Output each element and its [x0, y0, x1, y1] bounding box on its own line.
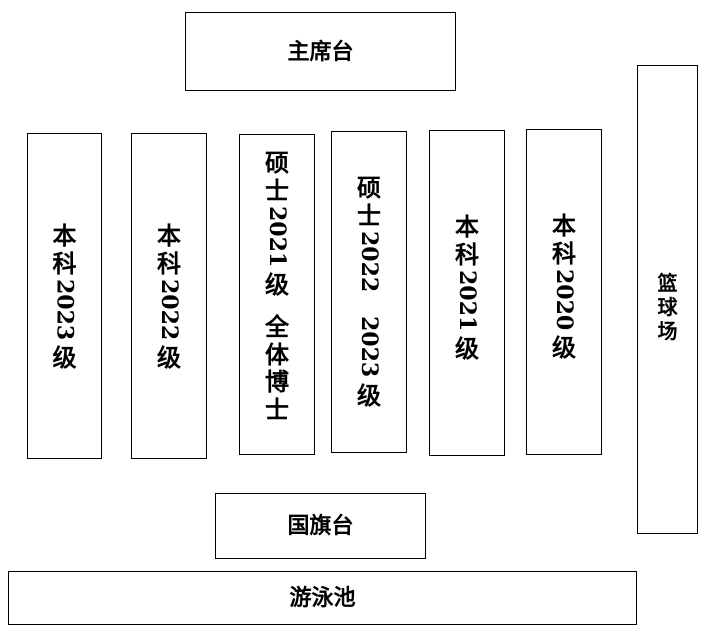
basketball-court-box: 篮 球 场	[637, 65, 698, 534]
master-2021-phd-block: 硕 士 2021 级 全 体 博 士	[239, 134, 315, 455]
undergrad-2021-label: 本 科 2021 级	[430, 213, 504, 363]
master-2021-phd-label: 硕 士 2021 级 全 体 博 士	[240, 149, 314, 423]
label-char: 级	[157, 343, 181, 373]
label-char: 级	[52, 343, 77, 373]
label-char: 级	[357, 380, 381, 410]
label-char: 科	[455, 239, 479, 269]
label-char: 体	[265, 339, 289, 369]
undergrad-2022-label: 本 科 2022 级	[132, 222, 206, 372]
year-number: 2021	[264, 206, 290, 268]
label-char: 科	[52, 248, 77, 278]
label-char: 级	[552, 333, 576, 363]
label-char: 场	[657, 319, 678, 343]
undergrad-2020-block: 本 科 2020 级	[526, 129, 602, 455]
year-number: 2022	[156, 279, 182, 341]
rostrum-label: 主席台	[287, 38, 354, 65]
rostrum-box: 主席台	[185, 12, 456, 91]
year-number: 2020	[551, 269, 577, 331]
label-char: 级	[455, 334, 479, 364]
label-char: 本	[455, 212, 479, 241]
label-char: 硕	[265, 148, 289, 177]
label-char: 本	[157, 221, 181, 250]
flag-platform-box: 国旗台	[215, 493, 426, 559]
label-char: 篮	[657, 271, 678, 295]
label-char: 士	[265, 394, 289, 424]
year-number: 2021	[454, 270, 480, 332]
label-char: 级	[265, 270, 289, 300]
label-char: 本	[552, 211, 576, 240]
year-number: 2023	[51, 279, 78, 341]
label-char: 硕	[357, 173, 381, 202]
label-char: 球	[657, 295, 678, 319]
undergrad-2023-label: 本 科 2023 级	[28, 222, 101, 372]
label-char: 科	[157, 248, 181, 278]
year-number: 2022	[356, 231, 382, 293]
label-char: 士	[357, 200, 381, 230]
swimming-pool-label: 游泳池	[289, 585, 356, 611]
label-char: 全	[265, 312, 289, 342]
label-char: 科	[552, 238, 576, 268]
label-char: 本	[52, 221, 77, 250]
label-char: 博	[265, 367, 289, 397]
swimming-pool-box: 游泳池	[8, 571, 637, 625]
undergrad-2021-block: 本 科 2021 级	[429, 130, 505, 456]
flag-platform-label: 国旗台	[287, 513, 354, 539]
master-2022-2023-block: 硕 士 2022 2023 级	[331, 131, 407, 453]
undergrad-2020-label: 本 科 2020 级	[527, 212, 601, 362]
master-2022-2023-label: 硕 士 2022 2023 级	[332, 174, 406, 409]
basketball-court-label: 篮 球 场	[638, 271, 697, 343]
year-number: 2023	[356, 316, 382, 378]
label-char: 士	[265, 175, 289, 205]
undergrad-2022-block: 本 科 2022 级	[131, 133, 207, 459]
undergrad-2023-block: 本 科 2023 级	[27, 133, 102, 459]
